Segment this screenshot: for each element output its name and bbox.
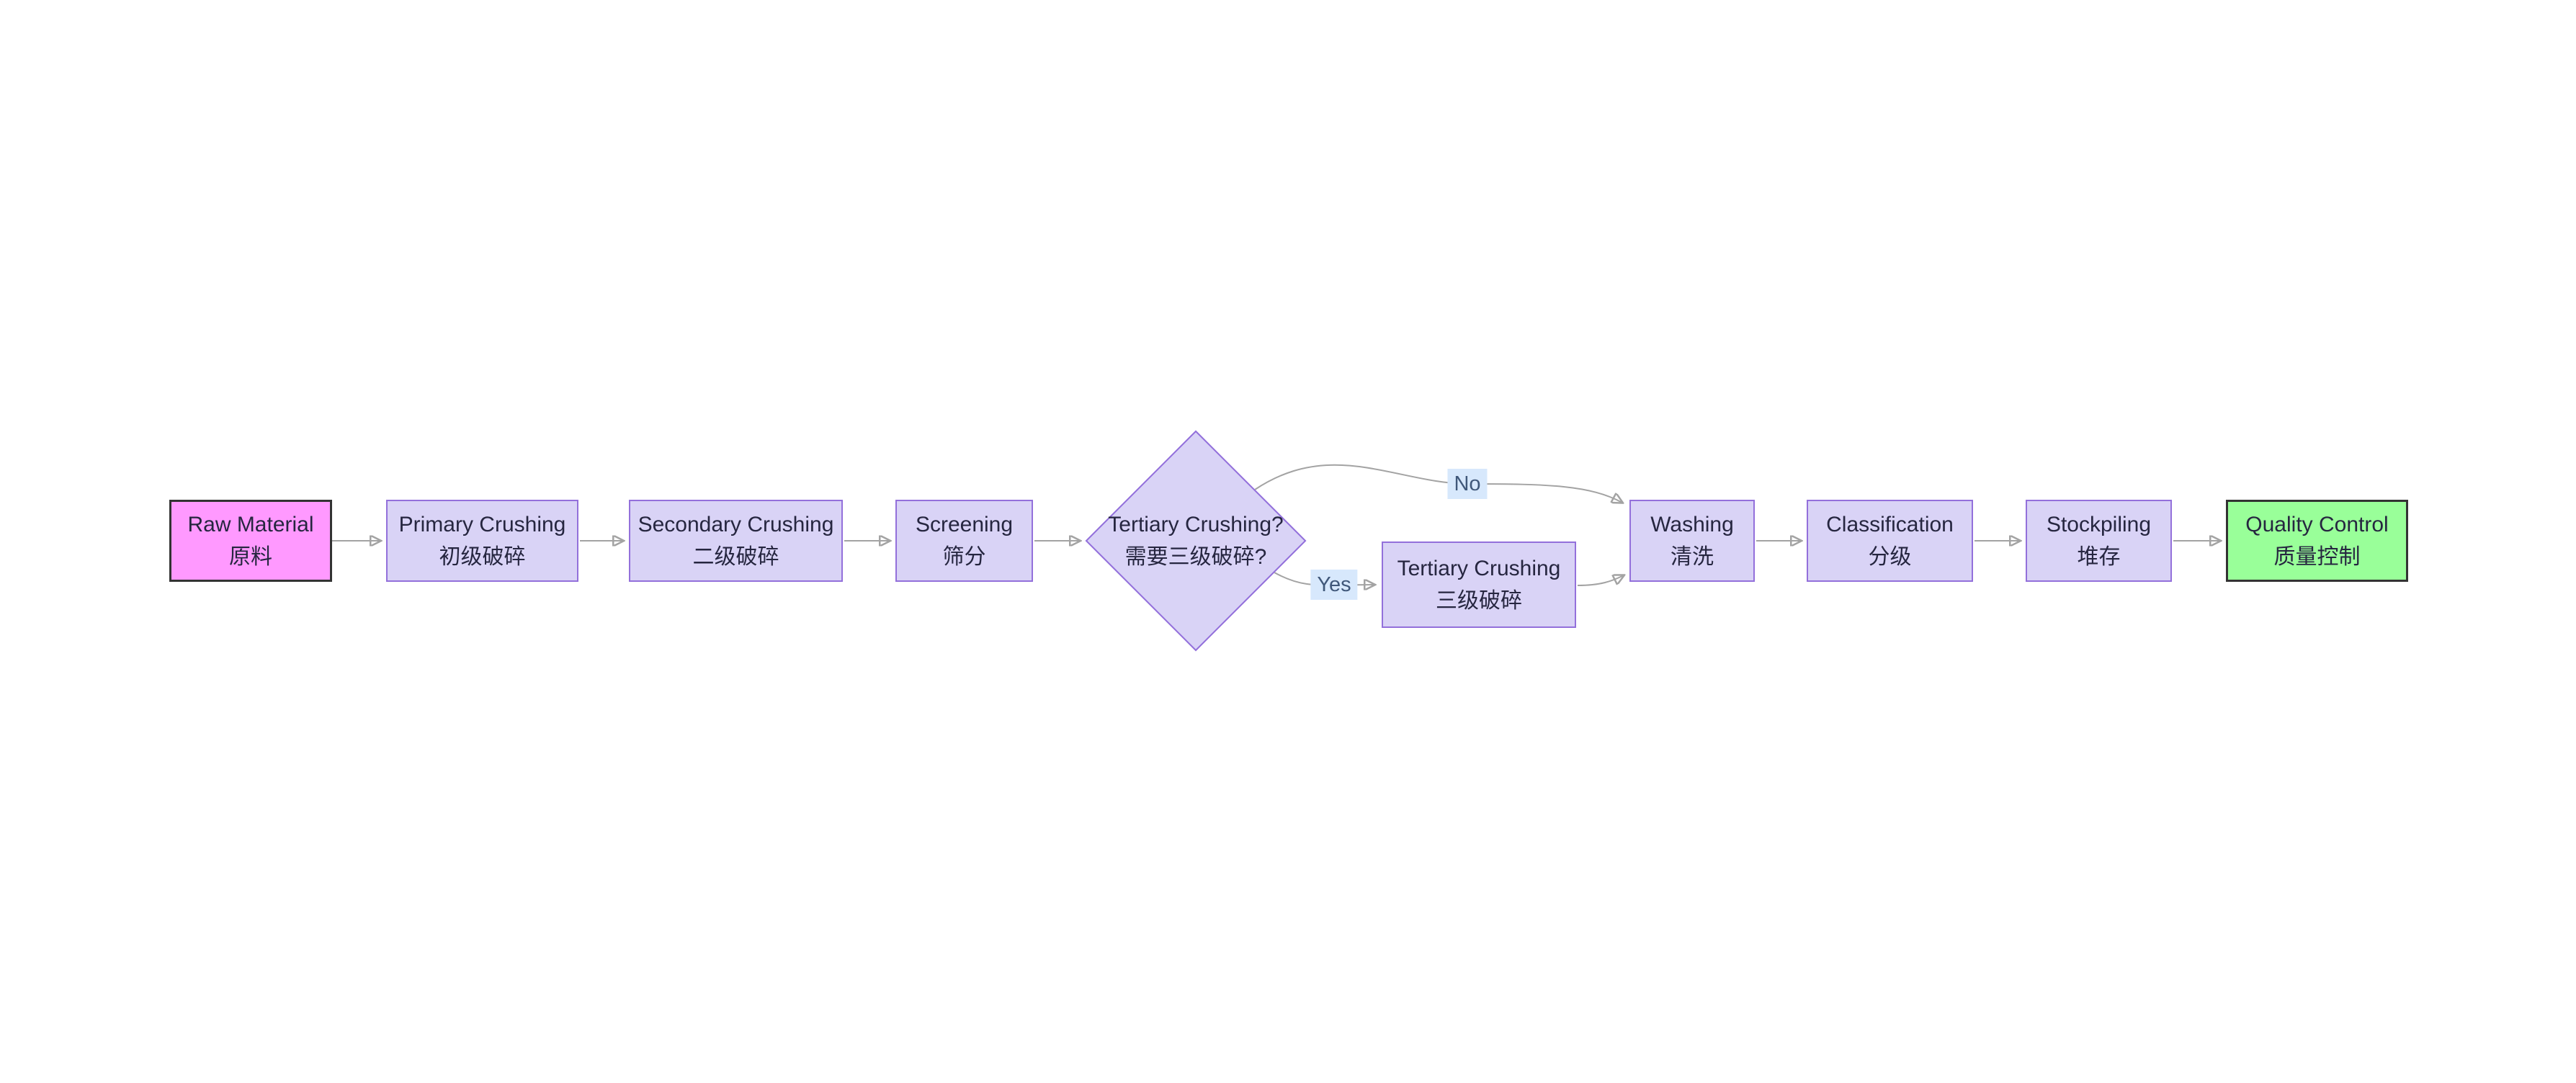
edge-label-no: No [1447,469,1488,499]
node-washing-label-en: Washing [1650,513,1734,536]
node-primary-crushing-label-zh: 初级破碎 [439,545,526,569]
node-quality-control-label-zh: 质量控制 [2273,545,2361,569]
node-tertiary-crushing-label-en: Tertiary Crushing [1397,557,1561,580]
node-screening-label-zh: 筛分 [942,545,986,569]
node-stockpiling: Stockpiling 堆存 [2026,500,2172,582]
node-decision-label-zh: 需要三级破碎? [1124,545,1267,569]
node-secondary-crushing-label-zh: 二级破碎 [692,545,779,569]
node-washing-label-zh: 清洗 [1671,545,1714,569]
node-screening: Screening 筛分 [895,500,1033,582]
node-secondary-crushing: Secondary Crushing 二级破碎 [629,500,843,582]
node-stockpiling-label-zh: 堆存 [2077,545,2121,569]
node-raw-material: Raw Material 原料 [169,500,332,582]
node-tertiary-crushing-label-zh: 三级破碎 [1436,589,1522,613]
node-classification-label-zh: 分级 [1868,545,1912,569]
node-raw-material-label-en: Raw Material [187,513,314,536]
node-classification-label-en: Classification [1826,513,1954,536]
node-quality-control-label-en: Quality Control [2245,513,2389,536]
node-washing: Washing 清洗 [1629,500,1755,582]
node-secondary-crushing-label-en: Secondary Crushing [638,513,834,536]
node-screening-label-en: Screening [915,513,1014,536]
node-classification: Classification 分级 [1807,500,1973,582]
node-quality-control: Quality Control 质量控制 [2226,500,2408,582]
node-raw-material-label-zh: 原料 [229,545,272,569]
node-primary-crushing: Primary Crushing 初级破碎 [386,500,578,582]
node-primary-crushing-label-en: Primary Crushing [398,513,566,536]
node-tertiary-crushing: Tertiary Crushing 三级破碎 [1382,542,1576,628]
edge-tertiary-to-washing-path [1577,575,1624,586]
node-stockpiling-label-en: Stockpiling [2046,513,2152,536]
node-decision-tertiary-crushing: Tertiary Crushing? 需要三级破碎? [1085,430,1307,652]
edge-label-yes: Yes [1310,570,1358,600]
node-decision-label-en: Tertiary Crushing? [1108,513,1284,536]
